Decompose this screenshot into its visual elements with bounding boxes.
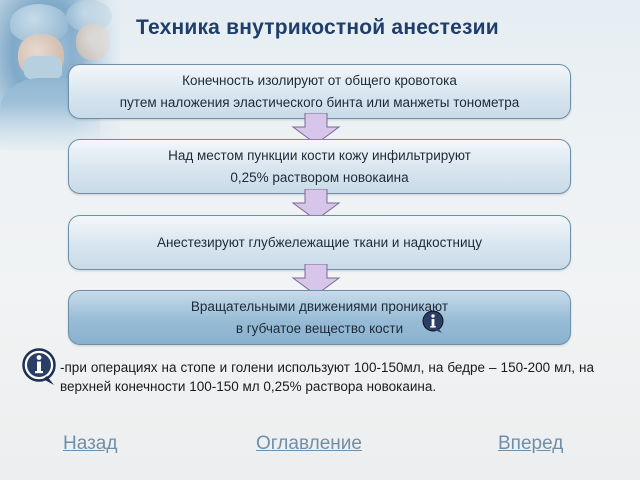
- note-text: -при операциях на стопе и голени использ…: [60, 360, 594, 394]
- back-link[interactable]: Назад: [63, 433, 118, 454]
- contents-link[interactable]: Оглавление: [256, 433, 362, 454]
- step-box-2: Над местом пункции кости кожу инфильтрир…: [68, 139, 571, 194]
- info-icon[interactable]: [422, 310, 444, 334]
- step-box-4: Вращательными движениями проникают в губ…: [68, 290, 571, 345]
- step-2-line-2: 0,25% раствором новокаина: [230, 169, 409, 185]
- info-icon[interactable]: [22, 348, 56, 386]
- down-arrow-icon: [291, 113, 341, 145]
- forward-link[interactable]: Вперед: [498, 433, 564, 454]
- step-1-line-1: Конечность изолируют от общего кровотока: [182, 72, 457, 88]
- step-2-line-1: Над местом пункции кости кожу инфильтрир…: [168, 147, 471, 163]
- down-arrow-icon: [291, 189, 341, 221]
- step-box-3: Анестезируют глубжележащие ткани и надко…: [68, 215, 571, 270]
- step-box-1: Конечность изолируют от общего кровотока…: [68, 64, 571, 119]
- step-3-line-1: Анестезируют глубжележащие ткани и надко…: [156, 234, 483, 250]
- page-title: Техника внутрикостной анестезии: [136, 16, 499, 39]
- step-1-line-2: путем наложения эластического бинта или …: [119, 94, 520, 110]
- header-photo: [0, 0, 120, 150]
- step-4-line-1: Вращательными движениями проникают: [190, 298, 449, 314]
- down-arrow-icon: [291, 264, 341, 296]
- step-4-line-2: в губчатое вещество кости: [235, 320, 404, 336]
